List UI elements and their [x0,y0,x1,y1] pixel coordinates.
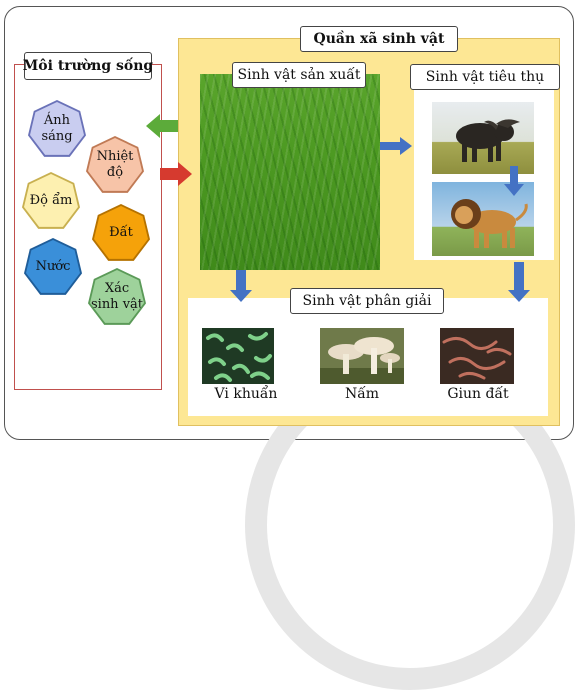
flow-arrows [146,114,530,302]
arrow-consumer-to-decomposer [508,262,530,302]
factor-light: Ánh sáng [28,100,86,158]
factor-soil-label: Đất [94,206,148,259]
community-title: Quần xã sinh vật [300,26,458,52]
factor-soil: Đất [92,204,150,262]
factor-water-label: Nước [26,240,80,293]
mushroom-image [320,328,404,384]
factor-dead-organisms: Xác sinh vật [88,268,146,326]
arrow-producer-to-decomposer [230,270,252,302]
arrow-environment-to-producer [160,162,192,186]
factor-dead-organisms-label: Xác sinh vật [90,270,144,323]
factor-humidity: Độ ẩm [22,172,80,230]
bacteria-image [202,328,274,384]
arrow-producer-to-consumer [380,137,412,155]
arrow-buffalo-to-lion [504,166,524,196]
grass-image [200,74,380,270]
lion-image [432,182,534,256]
mushroom-caption: Nấm [344,386,380,402]
factor-light-label: Ánh sáng [30,102,84,155]
factor-humidity-label: Độ ẩm [24,174,78,227]
factor-temperature: Nhiệt độ [86,136,144,194]
producer-label: Sinh vật sản xuất [232,62,366,88]
bacteria-caption: Vi khuẩn [214,386,278,402]
factor-temperature-label: Nhiệt độ [88,138,142,191]
environment-title: Môi trường sống [23,52,153,80]
decomposer-label: Sinh vật phân giải [290,288,444,314]
earthworm-caption: Giun đất [447,386,509,402]
buffalo-image [432,102,534,174]
arrow-producer-to-environment [146,114,178,138]
consumer-label: Sinh vật tiêu thụ [410,64,560,90]
earthworm-image [440,328,514,384]
factor-water: Nước [24,238,82,296]
